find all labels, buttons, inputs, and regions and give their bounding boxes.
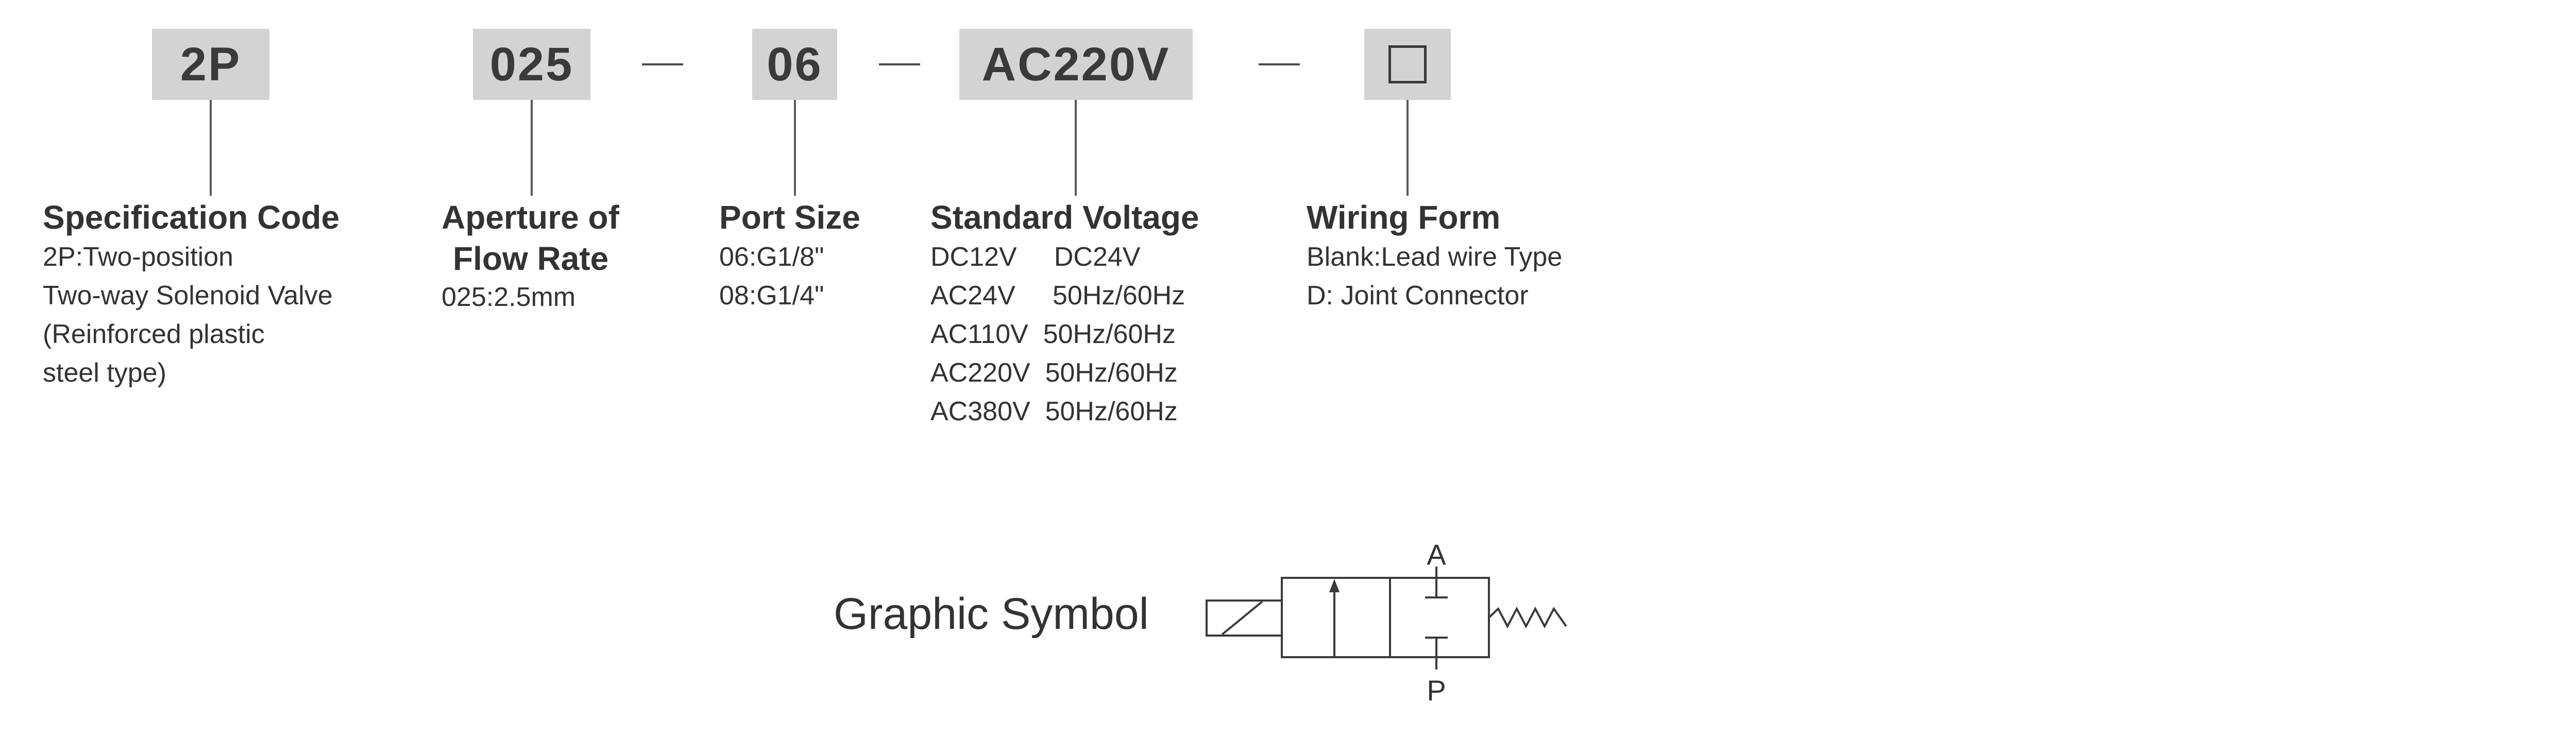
wiring-line: Blank:Lead wire Type <box>1307 242 1563 272</box>
spec-line: (Reinforced plastic <box>43 319 265 349</box>
code-aperture-text: 025 <box>489 38 574 91</box>
port-line: 08:G1/4" <box>719 281 824 311</box>
heading-spec: Specification Code <box>43 199 340 236</box>
heading-voltage: Standard Voltage <box>930 199 1199 236</box>
column-spec: Specification Code 2P:Two-position Two-w… <box>43 197 340 392</box>
heading-port: Port Size <box>719 199 860 236</box>
column-voltage: Standard Voltage DC12V DC24V AC24V 50Hz/… <box>930 197 1199 431</box>
code-spec-text: 2P <box>180 38 242 91</box>
port-line: 06:G1/8" <box>719 242 824 272</box>
port-p-label: P <box>1427 674 1446 707</box>
connector-line-spec <box>210 100 212 196</box>
connector-line-aperture <box>531 100 533 196</box>
heading-wiring: Wiring Form <box>1307 199 1501 236</box>
voltage-line: AC24V 50Hz/60Hz <box>930 281 1185 311</box>
port-a-label: A <box>1427 538 1446 571</box>
separator-dash <box>642 63 683 65</box>
flow-arrow-head <box>1329 579 1340 592</box>
separator-dash <box>879 63 920 65</box>
heading-aperture-line1: Aperture of <box>442 199 619 236</box>
solenoid-coil-line <box>1221 601 1263 636</box>
code-box-port: 06 <box>752 29 837 100</box>
blank-square-icon <box>1388 45 1427 83</box>
connector-line-wiring <box>1406 100 1409 196</box>
spec-line: 2P:Two-position <box>43 242 233 272</box>
heading-aperture-line2: Flow Rate <box>453 240 609 277</box>
wiring-line: D: Joint Connector <box>1307 281 1529 311</box>
separator-dash <box>1259 63 1300 65</box>
spec-line: steel type) <box>43 358 166 388</box>
voltage-line: AC220V 50Hz/60Hz <box>930 358 1178 388</box>
graphic-symbol-label: Graphic Symbol <box>834 589 1149 639</box>
code-voltage-text: AC220V <box>981 38 1171 91</box>
connector-line-port <box>794 100 796 196</box>
valve-position-right <box>1389 577 1490 658</box>
column-wiring: Wiring Form Blank:Lead wire Type D: Join… <box>1307 197 1562 315</box>
solenoid-actuator <box>1206 599 1283 637</box>
code-box-voltage: AC220V <box>959 29 1193 100</box>
column-aperture: Aperture of Flow Rate 025:2.5mm <box>442 197 619 317</box>
connector-line-voltage <box>1075 100 1077 196</box>
column-port: Port Size 06:G1/8" 08:G1/4" <box>719 197 860 315</box>
voltage-line: AC380V 50Hz/60Hz <box>930 397 1178 426</box>
spring-return <box>1488 606 1567 629</box>
code-box-aperture: 025 <box>473 29 590 100</box>
code-box-wiring <box>1364 29 1451 100</box>
code-box-spec: 2P <box>152 29 269 100</box>
voltage-line: AC110V 50Hz/60Hz <box>930 319 1176 349</box>
aperture-line: 025:2.5mm <box>442 282 576 312</box>
code-port-text: 06 <box>767 38 823 91</box>
voltage-line: DC12V DC24V <box>930 242 1141 272</box>
spec-line: Two-way Solenoid Valve <box>43 281 333 311</box>
